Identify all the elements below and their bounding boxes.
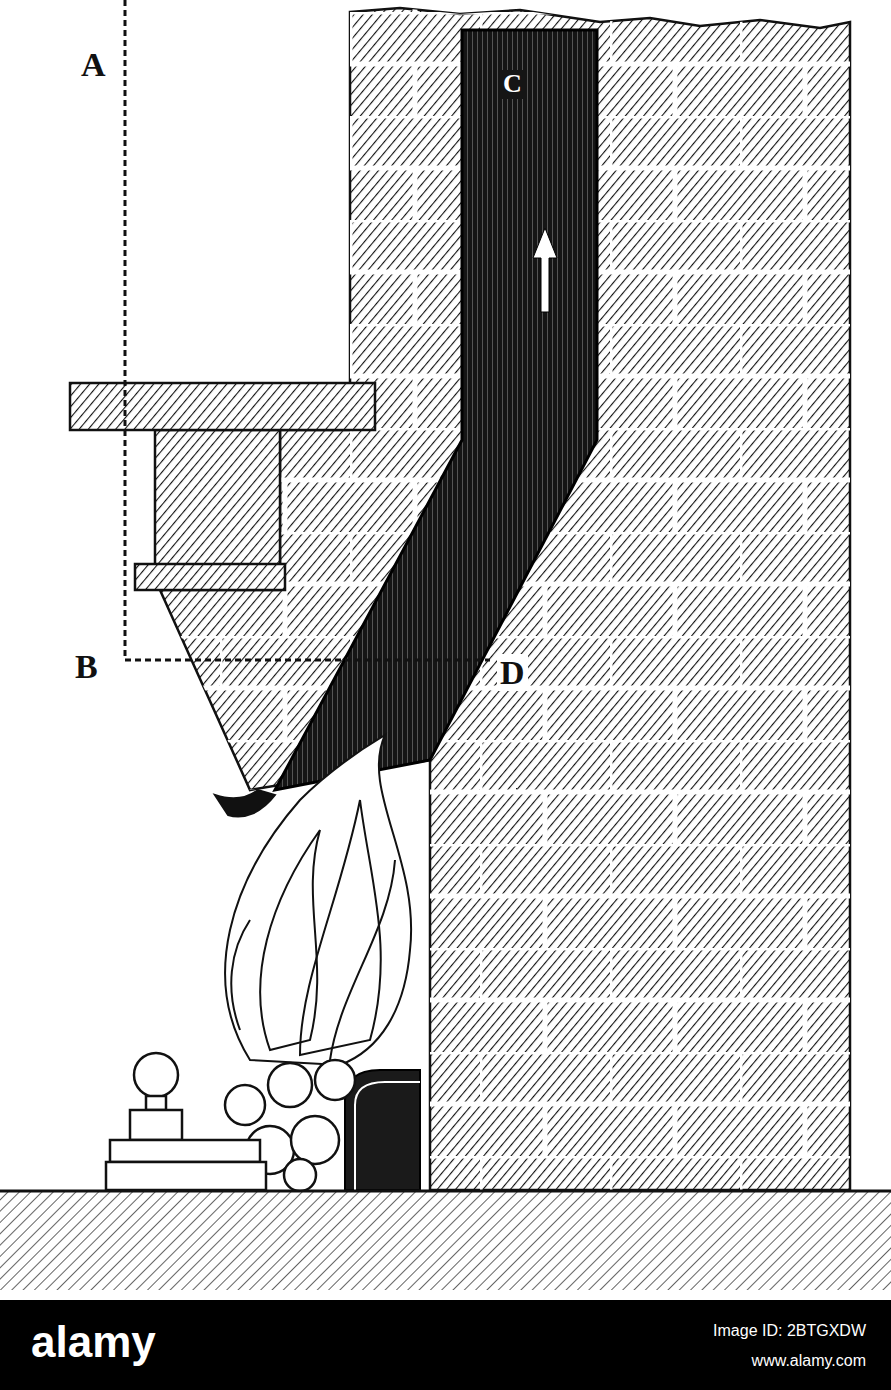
watermark-logo: alamy	[28, 1318, 159, 1366]
mantel-block	[155, 430, 280, 566]
section-letter: A	[78, 46, 109, 83]
watermark-url: www.alamy.com	[749, 1352, 869, 1370]
section-line	[125, 0, 490, 660]
floor-line	[0, 1190, 891, 1193]
draught-arrow	[533, 228, 557, 312]
masonry	[160, 8, 850, 1190]
mantel-shelf	[70, 383, 375, 430]
watermark-banner	[0, 1300, 891, 1390]
andiron	[106, 1053, 266, 1190]
section-letter: C	[500, 70, 525, 99]
watermark-id: Image ID: 2BTGXDW	[710, 1322, 869, 1340]
section-letter: B	[72, 648, 101, 685]
mantel-moulding	[135, 564, 285, 590]
section-letter: D	[497, 654, 528, 691]
fireback	[345, 1070, 420, 1190]
brick-joints	[160, 8, 850, 1190]
fireback-rim	[355, 1082, 420, 1190]
flames	[215, 735, 411, 1065]
floor	[0, 1192, 891, 1290]
chimney-flue	[275, 30, 597, 790]
